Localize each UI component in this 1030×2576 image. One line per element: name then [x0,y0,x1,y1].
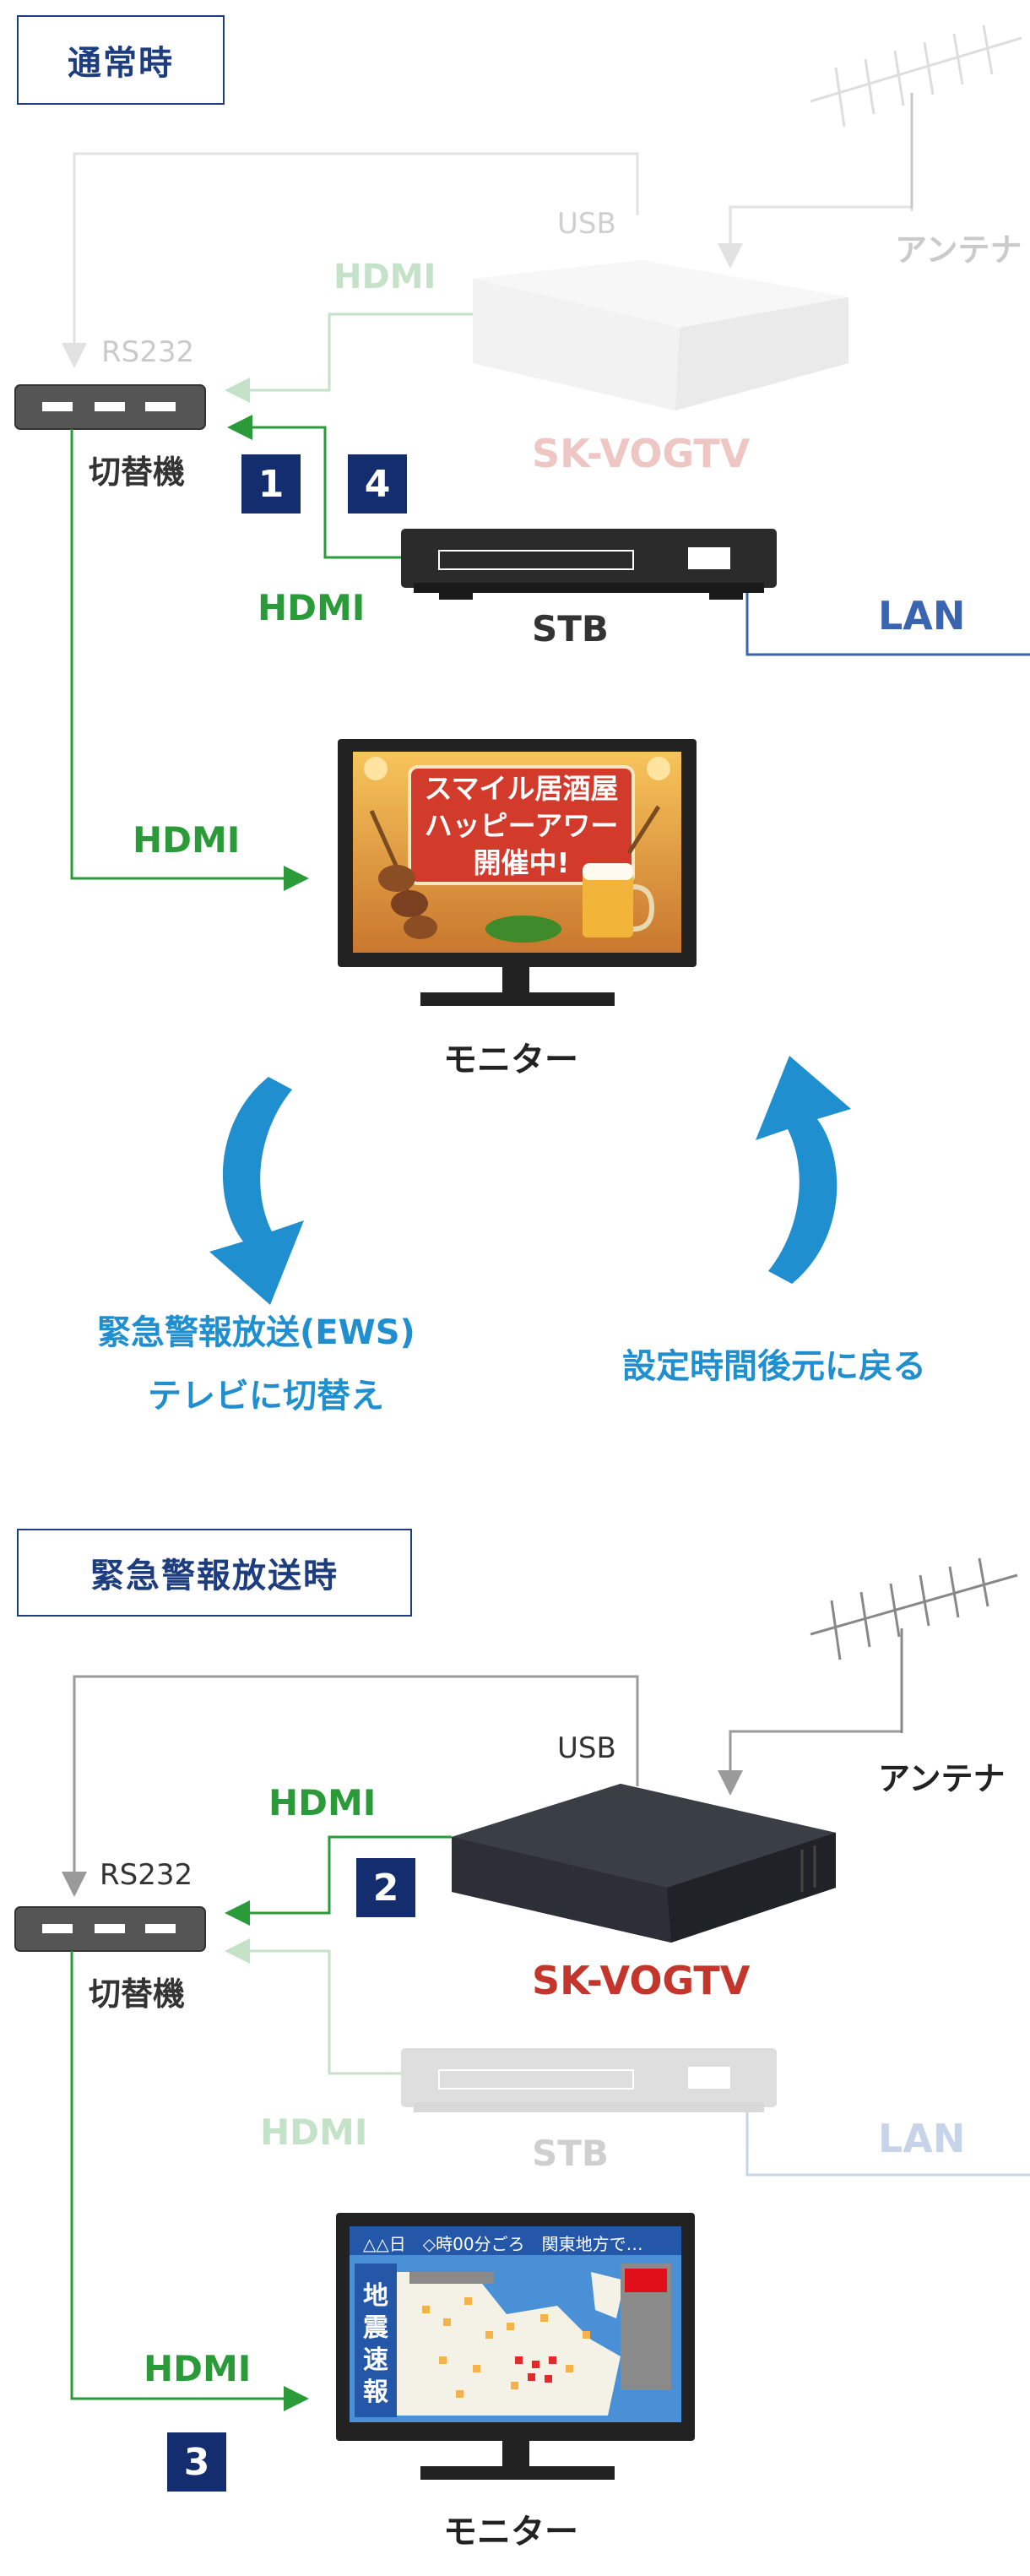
monitor-hdmi-line-emergency [70,1951,309,2411]
device-name-label: SK-VOGTV [532,431,751,476]
usb-label: USB [557,207,616,241]
stb-hdmi-label-emergency: HDMI [260,2111,368,2153]
monitor-hdmi-line [70,429,309,891]
cycle-arrow-up [756,1056,851,1284]
monitor-hdmi-label-emergency: HDMI [144,2348,252,2389]
stb-hdmi-line [227,415,401,559]
usb-line-emergency [62,1675,639,1897]
emergency-section-title: 緊急警報放送時 [17,1529,412,1617]
antenna-line-emergency [718,1630,903,1796]
transition-return-text: 設定時間後元に戻る [622,1347,926,1386]
device-hdmi-label-emergency: HDMI [268,1782,377,1823]
switcher-label-emergency: 切替機 [89,1975,186,2013]
monitor-hdmi-label: HDMI [133,819,241,861]
usb-label-emergency: USB [557,1731,616,1765]
device-hdmi-line [225,312,473,403]
device-hdmi-label: HDMI [333,258,436,296]
stb-device [401,529,777,600]
step-2-badge: 2 [356,1858,415,1917]
stb-label-emergency: STB [532,2133,609,2174]
stb-hdmi-label: HDMI [258,587,366,628]
device-name-label-emergency: SK-VOGTV [532,1958,751,2003]
step-3-badge: 3 [167,2432,226,2492]
normal-inactive-lines [62,93,913,403]
screen-promo-text: スマイル居酒屋 ハッピーアワー 開催中! [414,770,629,882]
quake-char-1: 地 [363,2281,388,2311]
cycle-arrow-down [209,1077,304,1305]
emergency-section [14,1557,1030,2480]
device-hdmi-line-emergency [225,1835,452,1926]
emergency-ticker: △△日 ◇時00分ごろ 関東地方で… [363,2234,643,2254]
normal-section-title: 通常時 [17,15,225,105]
rs232-label: RS232 [101,335,195,369]
step-4-badge: 4 [348,454,407,514]
monitor-label: モニター [443,1041,578,1079]
transition-ews-line-1: 緊急警報放送(EWS) [97,1313,415,1352]
switcher-device [14,384,206,430]
monitor-emergency [336,2213,695,2480]
normal-section [14,24,1030,1305]
quake-alert-vertical: 地 震 速 報 [355,2280,397,2409]
lan-line [745,583,1030,656]
antenna-icon [810,24,1022,211]
usb-line [62,152,639,368]
screen-promo-line-3: 開催中! [473,846,570,879]
monitor-normal [338,739,697,1006]
monitor-label-emergency: モニター [443,2513,578,2552]
step-1-badge: 1 [241,454,301,514]
sk-vogtv-device-inactive [473,260,848,410]
transition-ews-line-2: テレビに切替え [148,1377,384,1416]
quake-char-2: 震 [363,2313,388,2343]
quake-char-4: 報 [363,2378,388,2407]
antenna-icon-emergency [810,1557,1018,1733]
switcher-device-emergency [14,1906,206,1952]
antenna-line [718,93,913,269]
stb-label: STB [532,608,609,649]
screen-promo-line-1: スマイル居酒屋 [424,772,619,805]
quake-char-3: 速 [363,2345,388,2375]
sk-vogtv-device [452,1784,836,1943]
antenna-label-emergency: アンテナ [878,1760,1006,1797]
rs232-label-emergency: RS232 [100,1858,193,1892]
lan-label-emergency: LAN [878,2116,966,2161]
stb-inactive [225,1938,1030,2177]
switcher-label: 切替機 [89,454,186,491]
lan-label: LAN [878,593,966,639]
screen-promo-line-2: ハッピーアワー [424,809,619,842]
antenna-label: アンテナ [895,231,1022,269]
